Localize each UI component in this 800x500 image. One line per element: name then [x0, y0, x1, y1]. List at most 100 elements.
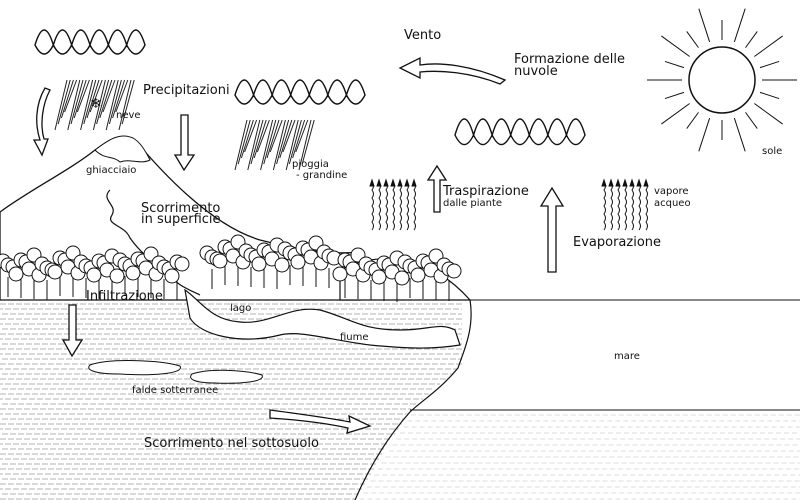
rain-streak	[263, 119, 277, 165]
vapor-wavy-arrow	[371, 181, 374, 231]
rain-streak	[108, 79, 122, 125]
label-evaporation: Evaporazione	[573, 235, 662, 250]
tree-crown	[274, 257, 290, 273]
arrow-head	[376, 178, 382, 187]
arrow-head	[643, 178, 649, 187]
tree-crown	[8, 266, 24, 282]
rain-streak	[295, 119, 309, 153]
sun-ray	[759, 91, 780, 100]
tree-crown	[212, 253, 228, 269]
groundwater-pocket-2	[190, 369, 263, 384]
label-rain-1: pioggia	[292, 159, 329, 170]
label-infiltration: Infiltrazione	[86, 289, 163, 304]
sun-ray	[745, 31, 758, 48]
label-transpiration-2: dalle piante	[443, 198, 503, 209]
rain-streak	[86, 79, 100, 119]
label-wind: Vento	[404, 28, 442, 43]
sun-ray	[698, 117, 711, 152]
sun-ray	[754, 103, 783, 125]
rain-streak	[89, 79, 103, 113]
label-sun: sole	[762, 146, 783, 157]
rain-streak	[83, 79, 97, 125]
rain-streak	[70, 79, 84, 125]
label-sea: mare	[614, 351, 640, 362]
arrow-head	[369, 178, 375, 187]
glacier	[94, 135, 151, 163]
arrow-head	[636, 178, 642, 187]
label-precipitation: Precipitazioni	[143, 83, 230, 98]
rain-streak	[92, 79, 106, 131]
cloud-icon	[454, 118, 586, 146]
vapor-wavy-arrow	[610, 181, 613, 231]
label-runoff-2: in superficie	[141, 212, 221, 227]
rain-streak	[54, 79, 68, 131]
arrow-head	[629, 178, 635, 187]
label-groundwater: falde sotterranee	[132, 385, 219, 396]
rain-streak	[247, 119, 261, 171]
rain-streak	[269, 119, 283, 153]
tree-crown	[394, 270, 410, 286]
clouds	[34, 29, 586, 146]
cloud-icon	[34, 29, 146, 55]
arrow-head	[622, 178, 628, 187]
tree-crown	[164, 268, 180, 284]
evaporation-arrow	[539, 186, 565, 273]
vapor-wavy-arrow	[645, 181, 648, 231]
tree-crown	[109, 268, 125, 284]
tree-crown	[410, 267, 426, 283]
sun-icon	[647, 8, 797, 152]
flow-arrows	[32, 56, 565, 434]
arrow-head	[397, 178, 403, 187]
label-cloud-formation-1: Formazione delle	[514, 52, 625, 67]
rain-streak	[253, 119, 267, 159]
vapor-wavy-arrow	[385, 181, 388, 231]
arrow-head	[390, 178, 396, 187]
rain-streak	[115, 79, 129, 113]
label-vapor-2: acqueo	[654, 198, 691, 209]
rain-streak	[256, 119, 270, 153]
lake	[184, 288, 461, 349]
vapor-wavy-arrow	[631, 181, 634, 231]
label-transpiration-1: Traspirazione	[443, 184, 529, 199]
tree-crown	[86, 267, 102, 283]
rain-streak	[244, 119, 258, 153]
rain-streak	[80, 79, 94, 131]
vapor-wavy-arrow	[406, 181, 409, 231]
precipitation-streaks	[54, 79, 315, 171]
sun-ray	[661, 103, 690, 125]
tree-crown	[251, 256, 267, 272]
vapor-wavy-arrow	[413, 181, 416, 231]
label-runoff-1: Scorrimento	[141, 201, 221, 216]
sun-ray	[661, 35, 690, 57]
sea-floor-hatching	[359, 414, 800, 500]
rain-streak	[118, 79, 132, 131]
vapor-wavy-arrow	[638, 181, 641, 231]
sun-ray	[745, 112, 758, 129]
rain-streak	[276, 119, 290, 165]
tree-crown	[174, 256, 190, 272]
label-lake: lago	[230, 303, 252, 314]
cloud-icon	[234, 79, 366, 105]
rain-streak	[260, 119, 274, 171]
rain-streak	[105, 79, 119, 131]
sun-ray	[686, 112, 699, 129]
sun-ray	[664, 91, 685, 100]
sun-ray	[664, 60, 685, 69]
rain-streak	[292, 119, 306, 159]
forest	[0, 234, 462, 302]
vapor-wavy-arrow	[617, 181, 620, 231]
underground-flow-arrow	[269, 409, 372, 434]
vapor-wavy-arrow	[399, 181, 402, 231]
rain-streak	[60, 79, 74, 119]
rain-streak	[237, 119, 251, 165]
rain-streak	[301, 119, 315, 165]
rain-streak	[234, 119, 248, 171]
rain-streak	[57, 79, 71, 125]
label-river: fiume	[340, 332, 369, 343]
rain-streak	[279, 119, 293, 159]
sun-ray	[759, 60, 780, 69]
rain-streak	[250, 119, 264, 165]
arrow-head	[608, 178, 614, 187]
